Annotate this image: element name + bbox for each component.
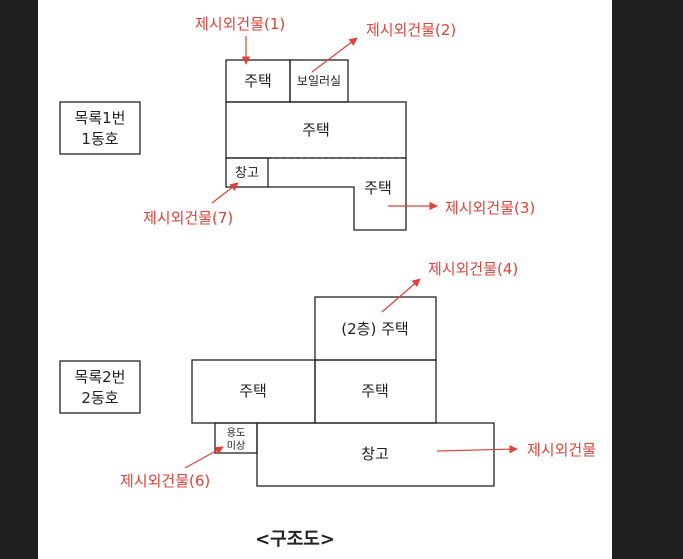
room-house-2f-label: (2층) 주택 [341, 320, 408, 338]
room-unknown-use-label-2: 미상 [227, 440, 245, 452]
lot1-label-box [59, 101, 141, 155]
right-dark-margin [612, 0, 683, 559]
room-house-c-label: 주택 [364, 179, 392, 197]
excluded-building-4-label: 제시외건물(4) [428, 260, 518, 278]
excluded-building-1-label: 제시외건물(1) [195, 15, 285, 33]
lot2-label-line2: 2동호 [81, 389, 118, 407]
excluded-building-6-label: 제시외건물(6) [120, 472, 210, 490]
lot2-label-box [59, 360, 141, 414]
excluded-2-arrow [311, 37, 358, 73]
room-house-e-label: 주택 [361, 382, 389, 400]
room-storage-a [225, 157, 269, 188]
room-boiler-label: 보일러실 [297, 74, 341, 88]
room-storage-b [256, 422, 495, 487]
excluded-6-arrow [184, 446, 224, 469]
excluded-building-5-label: 제시외건물 [527, 441, 596, 459]
excluded-building-2-label: 제시외건물(2) [366, 21, 456, 39]
left-dark-margin [0, 0, 38, 559]
lot2-label-line1: 목록2번 [75, 368, 126, 386]
lot1-label-line1: 목록1번 [75, 109, 126, 127]
excluded-7-arrow [211, 182, 239, 204]
room-house-b [225, 101, 407, 159]
excluded-building-3-label: 제시외건물(3) [445, 199, 535, 217]
room-house-d-label: 주택 [239, 382, 267, 400]
room-house-a-label: 주택 [244, 72, 272, 90]
room-storage-a-label: 창고 [235, 166, 259, 181]
room-unknown-use-label-1: 용도 [227, 427, 245, 439]
room-storage-b-label: 창고 [361, 445, 389, 463]
diagram-title: <구조도> [255, 529, 335, 550]
room-house-b-label: 주택 [302, 121, 330, 139]
diagram-canvas [38, 0, 612, 559]
excluded-4-arrow [381, 278, 421, 313]
lot1-label-line2: 1동호 [81, 130, 118, 148]
excluded-building-7-label: 제시외건물(7) [143, 209, 233, 227]
excluded-5-arrow [436, 444, 518, 454]
